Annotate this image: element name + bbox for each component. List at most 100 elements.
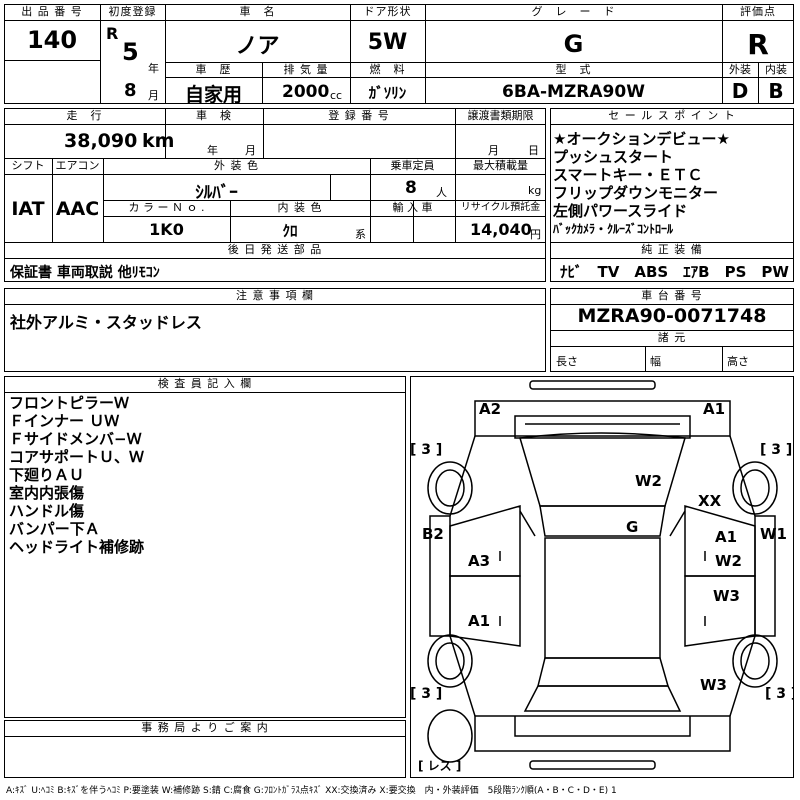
recycle-header: リサイクル預託金 [460,202,541,213]
transfer-deadline-header: 譲渡書類期限 [467,109,534,122]
genuine-equipment-header: 純 正 装 備 [641,243,703,256]
first-registration-header: 初度登録 [108,5,157,18]
damage-label: W1 [760,525,787,543]
damage-label: A1 [703,400,725,418]
deadline-month: 月 [488,144,499,157]
sales-points-box [550,108,794,282]
max-load-header: 最大積載量 [473,159,528,172]
damage-label: W3 [700,676,727,694]
damage-label: A1 [468,612,490,630]
model-code-header: 型 式 [555,63,592,76]
vehicle-history: 自家用 [184,84,242,106]
sales-point: プッシュスタート [553,148,674,166]
damage-label: A3 [468,552,490,570]
lot-number: 140 [26,26,78,54]
inspector-notes: フロントピラーＷ Ｆインナー ＵＷ Ｆサイドメンバ−Ｗ コアサポートＵ、Ｗ 下廻… [9,394,144,556]
damage-label: W3 [713,587,740,605]
legend: A:ｷｽﾞ U:ﾍｺﾐ B:ｷｽﾞを伴うﾍｺﾐ P:要塗装 W:補修跡 S:錆 … [6,786,617,796]
mileage: 38,090 [64,130,138,152]
era: R [106,24,119,43]
color-no: 1K0 [149,220,184,239]
dimension-width: 幅 [650,355,661,368]
office-box [4,720,406,778]
interior-color-unit: 系 [355,228,366,241]
sales-point-small: ﾊﾞｯｸｶﾒﾗ・ｸﾙｰｽﾞｺﾝﾄﾛｰﾙ [553,222,674,236]
later-items: 保証書 車両取説 他ﾘﾓｺﾝ [10,265,160,281]
fuel: ｶﾞｿﾘﾝ [368,84,407,102]
recycle-unit: 円 [530,228,541,241]
mileage-header: 走 行 [66,109,103,122]
registration-month: 8 [124,80,137,101]
tire-tread-label: [ 3 ] [410,442,442,458]
notes-header: 注 意 事 項 欄 [236,289,314,302]
displacement-unit: cc [330,89,343,102]
tire-tread-label: [ 3 ] [760,442,792,458]
tire-tread-label: [ 3 ] [765,686,794,702]
inspector-header: 検 査 員 記 入 欄 [157,377,253,390]
inspector-note: 下廻りＡＵ [9,466,85,484]
exterior-color-header: 外 装 色 [214,159,259,172]
model-code: 6BA-MZRA90W [502,82,645,102]
top-section [4,4,794,104]
spare-tire-label: [ レス ] [418,759,461,773]
fuel-header: 燃 料 [369,63,406,76]
sales-points-list: ★オークションデビュー★ プッシュスタート スマートキー・ＥＴＣ フリップダウン… [553,130,730,238]
damage-label: A1 [715,528,737,546]
later-items-header: 後 日 発 送 部 品 [227,243,323,256]
lot-number-header: 出 品 番 号 [21,5,83,18]
sales-point: スマートキー・ＥＴＣ [553,166,703,184]
grade: G [563,30,584,58]
dimensions-header: 諸 元 [657,331,687,344]
inspector-note: 室内内張傷 [9,484,85,502]
genuine-equipment: ﾅﾋﾞ TV ABS ｴｱB PS PW [560,263,789,281]
inspector-note: ハンドル傷 [9,502,85,520]
dimension-height: 高さ [727,355,749,368]
displacement-header: 排 気 量 [283,63,329,76]
max-load-unit: kg [528,184,542,197]
color-no-header: カ ラ ー Ｎ ｏ . [128,201,205,214]
aircon: AAC [55,198,100,220]
notes: 社外アルミ・スタッドレス [10,313,202,332]
inspector-note: Ｆインナー ＵＷ [9,412,120,430]
interior-color-header: 内 装 色 [277,201,323,214]
door-type-header: ドア形状 [363,5,412,18]
capacity-unit: 人 [436,186,447,199]
sales-point: ★オークションデビュー★ [553,130,730,148]
shift: IAT [11,198,45,220]
inspector-note: ヘッドライト補修跡 [9,538,145,556]
damage-label: W2 [715,552,742,570]
car-damage-diagram: A2 A1 W2 XX G B2 W1 A3 A1 W2 W3 A1 W3 [ … [410,380,794,773]
registration-year: 5 [122,38,139,66]
car-name-header: 車 名 [239,5,276,18]
displacement: 2000 [282,82,330,102]
mileage-unit: km [142,130,175,152]
car-name: ノア [235,34,280,59]
capacity: 8 [405,178,417,198]
chassis-no: MZRA90-0071748 [577,305,767,327]
month-unit: 月 [148,89,159,102]
damage-label: A2 [479,400,501,418]
damage-diagram-box [410,376,794,778]
notes-box [4,288,546,372]
shift-header: シフト [11,159,45,172]
office-header: 事 務 局 よ り ご 案 内 [141,721,269,734]
chassis-no-header: 車 台 番 号 [641,289,703,302]
damage-label: W2 [635,472,662,490]
inspector-note: Ｆサイドメンバ−Ｗ [9,430,142,448]
import-header: 輸 入 車 [392,201,433,214]
score-header: 評価点 [740,5,776,18]
shaken-header: 車 検 [196,109,232,122]
shaken-month: 月 [245,144,256,157]
exterior-grade: D [731,79,749,103]
inspector-box [4,376,406,718]
dimension-length: 長さ [556,355,578,368]
deadline-day: 日 [528,144,539,157]
inspector-note: コアサポートＵ、Ｗ [9,448,145,466]
door-type: 5W [367,30,408,55]
aircon-header: エアコン [55,159,100,172]
interior-color: ｸﾛ [282,222,298,240]
shaken-year: 年 [207,144,218,157]
year-unit: 年 [148,62,159,75]
interior-header: 内装 [765,63,787,76]
registration-no-header: 登 録 番 号 [328,109,390,122]
